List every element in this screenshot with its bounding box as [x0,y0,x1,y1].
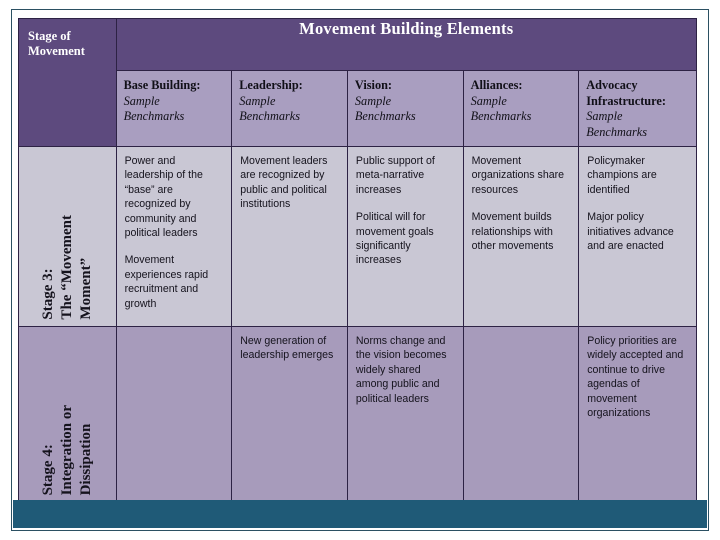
cell-stage4-leadership: New generation of leadership emerges [231,326,348,502]
footer-accent-band [13,500,707,528]
column-header-leadership: Leadership: Sample Benchmarks [231,70,348,147]
cell-stage3-vision: Public support of meta-narrative increas… [346,146,464,327]
cell-text: Public support of meta-narrative increas… [355,155,435,196]
column-header-leadership-title: Leadership: [239,78,303,92]
cell-stage3-base-building: Power and leadership of the “base” are r… [115,146,233,327]
cell-text: Political will for movement goals signif… [355,211,434,267]
cell-stage4-vision: Norms change and the vision becomes wide… [346,326,464,502]
column-header-vision-title: Vision: [354,78,393,92]
stage-label-stage-4: Stage 4: Integration or Dissipation [39,404,94,495]
cell-text: Movement builds relationships with other… [471,211,554,253]
column-header-base-building-subtitle: Sample Benchmarks [123,93,185,124]
cell-text: Norms change and the vision becomes wide… [355,335,447,405]
cell-text: Movement experiences rapid recruitment a… [124,254,209,310]
cell-text: Movement leaders are recognized by publi… [240,155,328,211]
column-header-advocacy-infrastructure-subtitle: Sample Benchmarks [586,109,648,139]
stage-of-movement-header: Stage of Movement [18,18,117,147]
cell-text: Major policy initiatives advance and are… [587,211,674,253]
cell-text: New generation of leadership emerges [240,335,334,362]
column-header-leadership-subtitle: Sample Benchmarks [239,93,301,124]
header-banner-row: Stage of Movement Movement Building Elem… [18,18,698,147]
table-row: Stage 4: Integration or Dissipation New … [18,326,697,502]
column-header-base-building-title: Base Building: [123,78,201,92]
movement-building-elements-banner: Movement Building Elements [115,18,698,71]
column-header-vision: Vision: Sample Benchmarks [346,70,464,147]
cell-text: Movement organizations share resources [471,155,565,196]
cell-text: Policymaker champions are identified [587,155,657,196]
column-header-alliances-subtitle: Sample Benchmarks [470,93,532,124]
column-header-advocacy-infrastructure: Advocacy Infrastructure: Sample Benchmar… [578,70,697,147]
cell-stage4-alliances [462,326,580,502]
column-header-advocacy-infrastructure-title: Advocacy Infrastructure: [586,78,666,108]
stage-label-cell-stage-4: Stage 4: Integration or Dissipation [18,326,117,502]
column-header-alliances-title: Alliances: [470,78,523,92]
table-row: Stage 3: The “Movement Moment” Power and… [18,146,697,327]
element-header-row: Base Building: Sample Benchmarks Leaders… [19,70,697,147]
cell-text: Policy priorities are widely accepted an… [587,335,684,420]
column-header-base-building: Base Building: Sample Benchmarks [115,70,233,147]
cell-stage4-base-building [115,326,233,502]
column-header-alliances: Alliances: Sample Benchmarks [462,70,580,147]
movement-building-matrix: Stage of Movement Movement Building Elem… [18,18,698,502]
column-header-vision-subtitle: Sample Benchmarks [354,93,416,124]
stage-label-stage-3: Stage 3: The “Movement Moment” [39,215,94,320]
cell-stage4-advocacy-infrastructure: Policy priorities are widely accepted an… [578,326,697,502]
cell-stage3-leadership: Movement leaders are recognized by publi… [231,146,348,327]
stage-label-cell-stage-3: Stage 3: The “Movement Moment” [18,146,117,327]
cell-text: Power and leadership of the “base” are r… [124,155,203,240]
cell-stage3-advocacy-infrastructure: Policymaker champions are identified Maj… [578,146,697,327]
cell-stage3-alliances: Movement organizations share resources M… [462,146,580,327]
